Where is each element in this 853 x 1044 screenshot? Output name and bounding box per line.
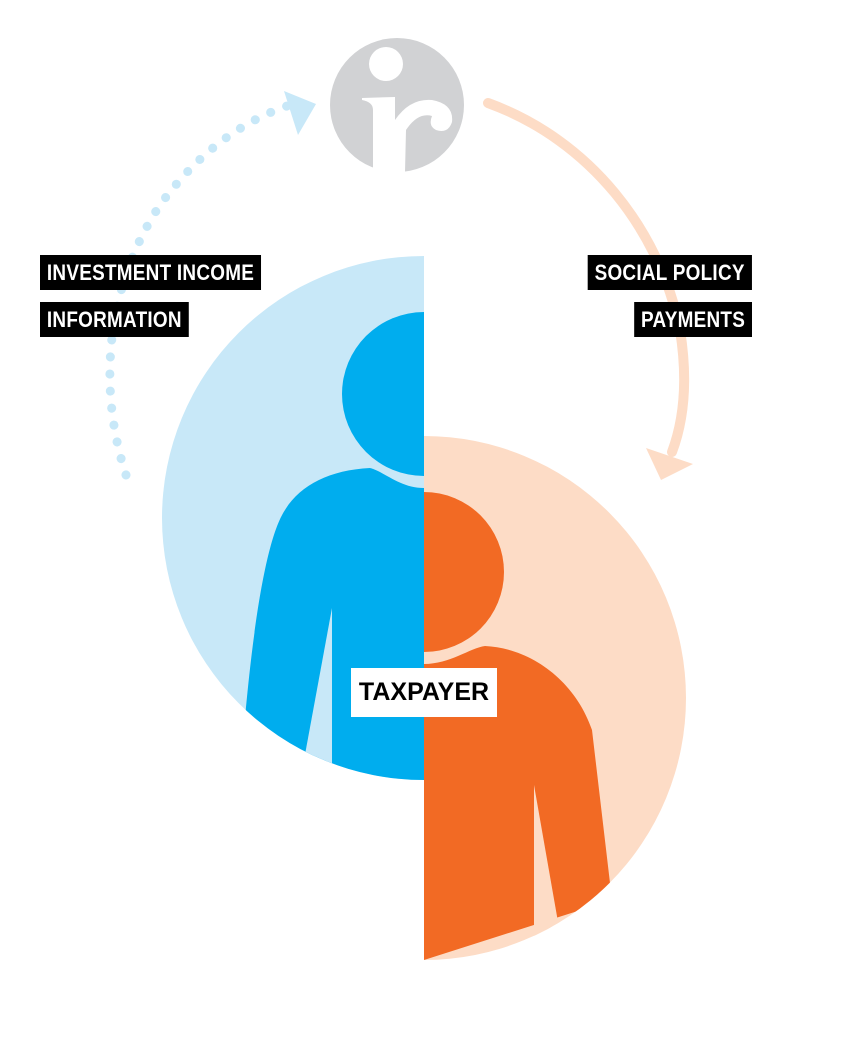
- dotted-arrow-to-ir: [105, 91, 316, 480]
- payments-label: PAYMENTS: [634, 302, 752, 337]
- social-policy-label: SOCIAL POLICY: [588, 255, 752, 290]
- orange-person-icon: [424, 492, 612, 960]
- taxpayer-label: TAXPAYER: [351, 668, 497, 717]
- arrow-to-taxpayer: [483, 98, 693, 480]
- ir-logo: [330, 38, 464, 172]
- investment-income-label: INVESTMENT INCOME: [40, 255, 262, 290]
- information-label: INFORMATION: [40, 302, 189, 337]
